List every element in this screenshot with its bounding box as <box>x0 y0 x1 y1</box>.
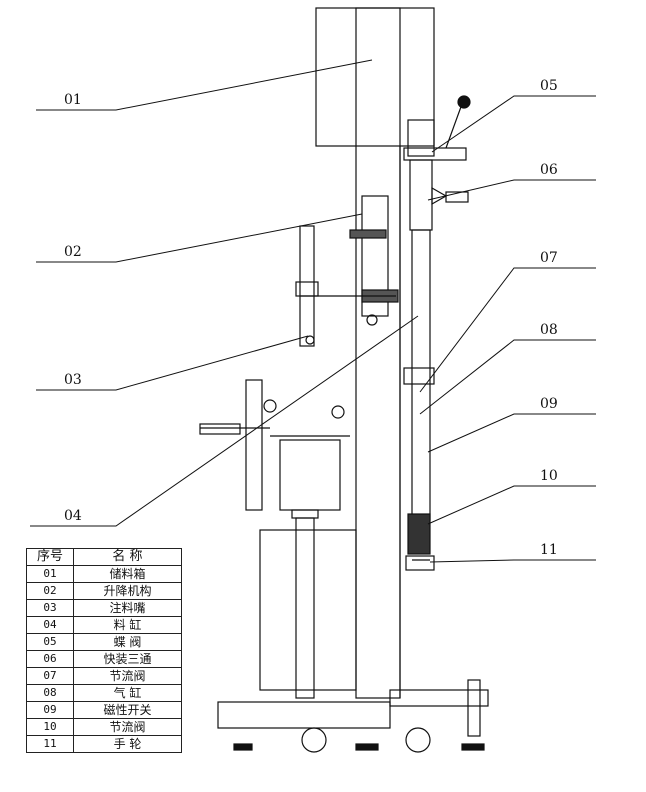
callout-09: 09 <box>540 396 558 412</box>
leader-05 <box>431 95 596 153</box>
callout-02: 02 <box>64 244 82 260</box>
row-name: 蝶 阀 <box>73 633 182 651</box>
row-name: 储料箱 <box>73 565 182 583</box>
callout-11: 11 <box>540 542 558 558</box>
row-num: 04 <box>26 616 74 634</box>
row-name: 节流阀 <box>73 718 182 736</box>
row-num: 08 <box>26 684 74 702</box>
header-name: 名 称 <box>73 548 182 566</box>
row-name: 手 轮 <box>73 735 182 753</box>
lifting-mechanism <box>295 195 399 347</box>
callout-08: 08 <box>540 322 558 338</box>
material-tank <box>199 379 357 699</box>
leader-02 <box>36 213 363 263</box>
row-num: 03 <box>26 599 74 617</box>
callout-07: 07 <box>540 250 558 266</box>
callout-05: 05 <box>540 78 558 94</box>
leader-11 <box>429 559 596 563</box>
row-num: 05 <box>26 633 74 651</box>
parts-table-header: 序号 名 称 <box>26 548 182 566</box>
main-column <box>315 7 435 699</box>
row-num: 09 <box>26 701 74 719</box>
row-name: 料 缸 <box>73 616 182 634</box>
leader-10 <box>427 485 596 525</box>
callout-03: 03 <box>64 372 82 388</box>
row-num: 10 <box>26 718 74 736</box>
row-name: 快装三通 <box>73 650 182 668</box>
callout-04: 04 <box>64 508 82 524</box>
leader-06 <box>427 179 596 201</box>
row-num: 02 <box>26 582 74 600</box>
callout-06: 06 <box>540 162 558 178</box>
row-num: 07 <box>26 667 74 685</box>
callout-labels: 01 02 03 04 05 06 07 08 09 10 11 <box>64 78 558 558</box>
row-num: 11 <box>26 735 74 753</box>
callout-10: 10 <box>540 468 558 484</box>
callout-01: 01 <box>64 92 82 108</box>
header-seq: 序号 <box>26 548 74 566</box>
leader-09 <box>427 413 596 453</box>
leader-07 <box>419 267 596 393</box>
row-name: 气 缸 <box>73 684 182 702</box>
cylinder-assembly <box>403 95 471 555</box>
row-name: 升降机构 <box>73 582 182 600</box>
row-name: 节流阀 <box>73 667 182 685</box>
leader-03 <box>36 335 309 391</box>
leader-lines <box>30 59 596 563</box>
leader-04 <box>30 315 419 527</box>
row-num: 06 <box>26 650 74 668</box>
row-name: 注料嘴 <box>73 599 182 617</box>
leader-01 <box>36 59 373 111</box>
base-frame <box>217 555 489 753</box>
leader-08 <box>419 339 596 415</box>
row-num: 01 <box>26 565 74 583</box>
row-name: 磁性开关 <box>73 701 182 719</box>
